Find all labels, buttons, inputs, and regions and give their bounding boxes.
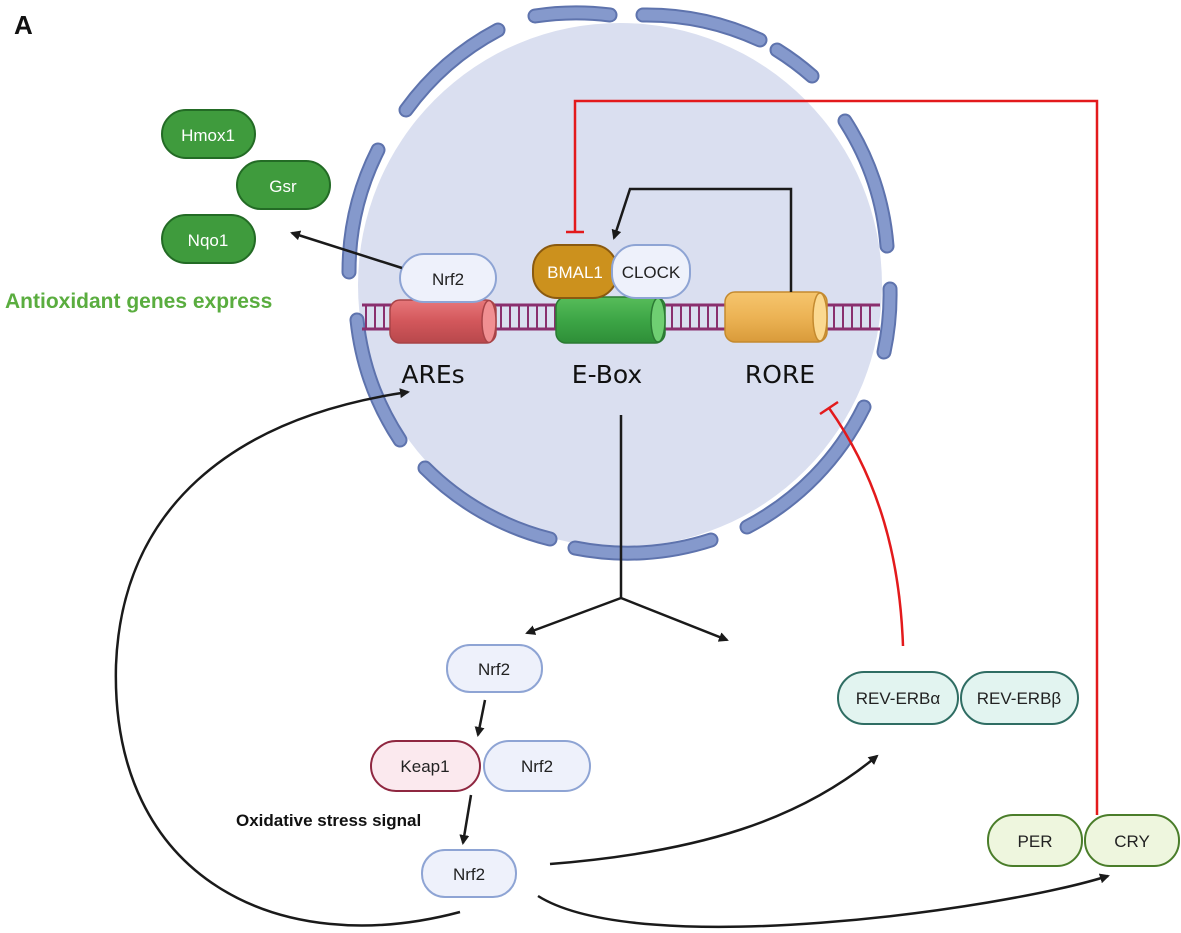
ebox-to-reverb-arrow: [620, 596, 729, 642]
are-cylinder: [389, 299, 497, 344]
rore-cylinder: [724, 291, 828, 343]
rore-label: RORE: [745, 360, 815, 389]
nrf2-released-pill: Nrf2: [421, 849, 517, 898]
svg-text:Keap1: Keap1: [400, 757, 449, 776]
nrf2-bound-pill: Nrf2: [399, 253, 497, 303]
rev-erb-beta-pill: REV-ERBβ: [960, 671, 1079, 725]
complex-to-nrf2-arrow: [459, 794, 473, 845]
keap1-pill: Keap1: [370, 740, 481, 792]
svg-text:Nrf2: Nrf2: [432, 270, 464, 289]
ebox-label: E-Box: [572, 360, 642, 389]
svg-text:REV-ERBβ: REV-ERBβ: [977, 689, 1062, 708]
bmal1-pill: BMAL1: [532, 244, 618, 299]
svg-text:CLOCK: CLOCK: [622, 263, 681, 282]
nrf2-to-reverb-arrow: [549, 754, 879, 866]
panel-label: A: [14, 10, 33, 40]
hmox1-pill: Hmox1: [161, 109, 256, 159]
ebox-to-nrf2-arrow: [525, 596, 622, 635]
oxidative-caption: Oxidative stress signal: [236, 811, 421, 830]
reverb-inhibition-bar: [819, 400, 839, 416]
antioxidant-caption: Antioxidant genes express: [5, 290, 272, 313]
nrf2-to-cry-arrow: [537, 873, 1110, 929]
inhibition-lines: [566, 99, 1099, 815]
cry-inhibits-bmal1-line: [573, 99, 1099, 815]
svg-text:Nrf2: Nrf2: [453, 865, 485, 884]
gsr-pill: Gsr: [236, 160, 331, 210]
nrf2-to-complex-arrow: [474, 699, 487, 737]
activation-arrows: [114, 187, 1110, 929]
nqo1-pill: Nqo1: [161, 214, 256, 264]
rev-erb-alpha-pill: REV-ERBα: [837, 671, 959, 725]
reverb-inhibits-rore-line: [827, 407, 905, 647]
svg-text:BMAL1: BMAL1: [547, 263, 603, 282]
cry-pill: CRY: [1084, 814, 1180, 867]
nuclear-envelope-fill: [343, 7, 896, 559]
svg-text:CRY: CRY: [1114, 832, 1150, 851]
svg-text:Hmox1: Hmox1: [181, 126, 235, 145]
nrf2-to-ares-arrow: [114, 388, 461, 927]
svg-text:Gsr: Gsr: [269, 177, 297, 196]
nrf2-complex-pill: Nrf2: [483, 740, 591, 792]
per-pill: PER: [987, 814, 1083, 867]
nrf2-free-pill: Nrf2: [446, 644, 543, 693]
svg-text:Nrf2: Nrf2: [521, 757, 553, 776]
svg-text:REV-ERBα: REV-ERBα: [856, 689, 941, 708]
clock-pill: CLOCK: [611, 244, 691, 299]
svg-text:Nqo1: Nqo1: [188, 231, 229, 250]
svg-text:PER: PER: [1018, 832, 1053, 851]
rore-to-bmal1-arrow: [611, 187, 793, 292]
ares-label: AREs: [401, 360, 464, 389]
nrf2-to-genes-arrow: [290, 230, 403, 270]
svg-text:Nrf2: Nrf2: [478, 660, 510, 679]
ebox-cylinder: [555, 296, 666, 344]
